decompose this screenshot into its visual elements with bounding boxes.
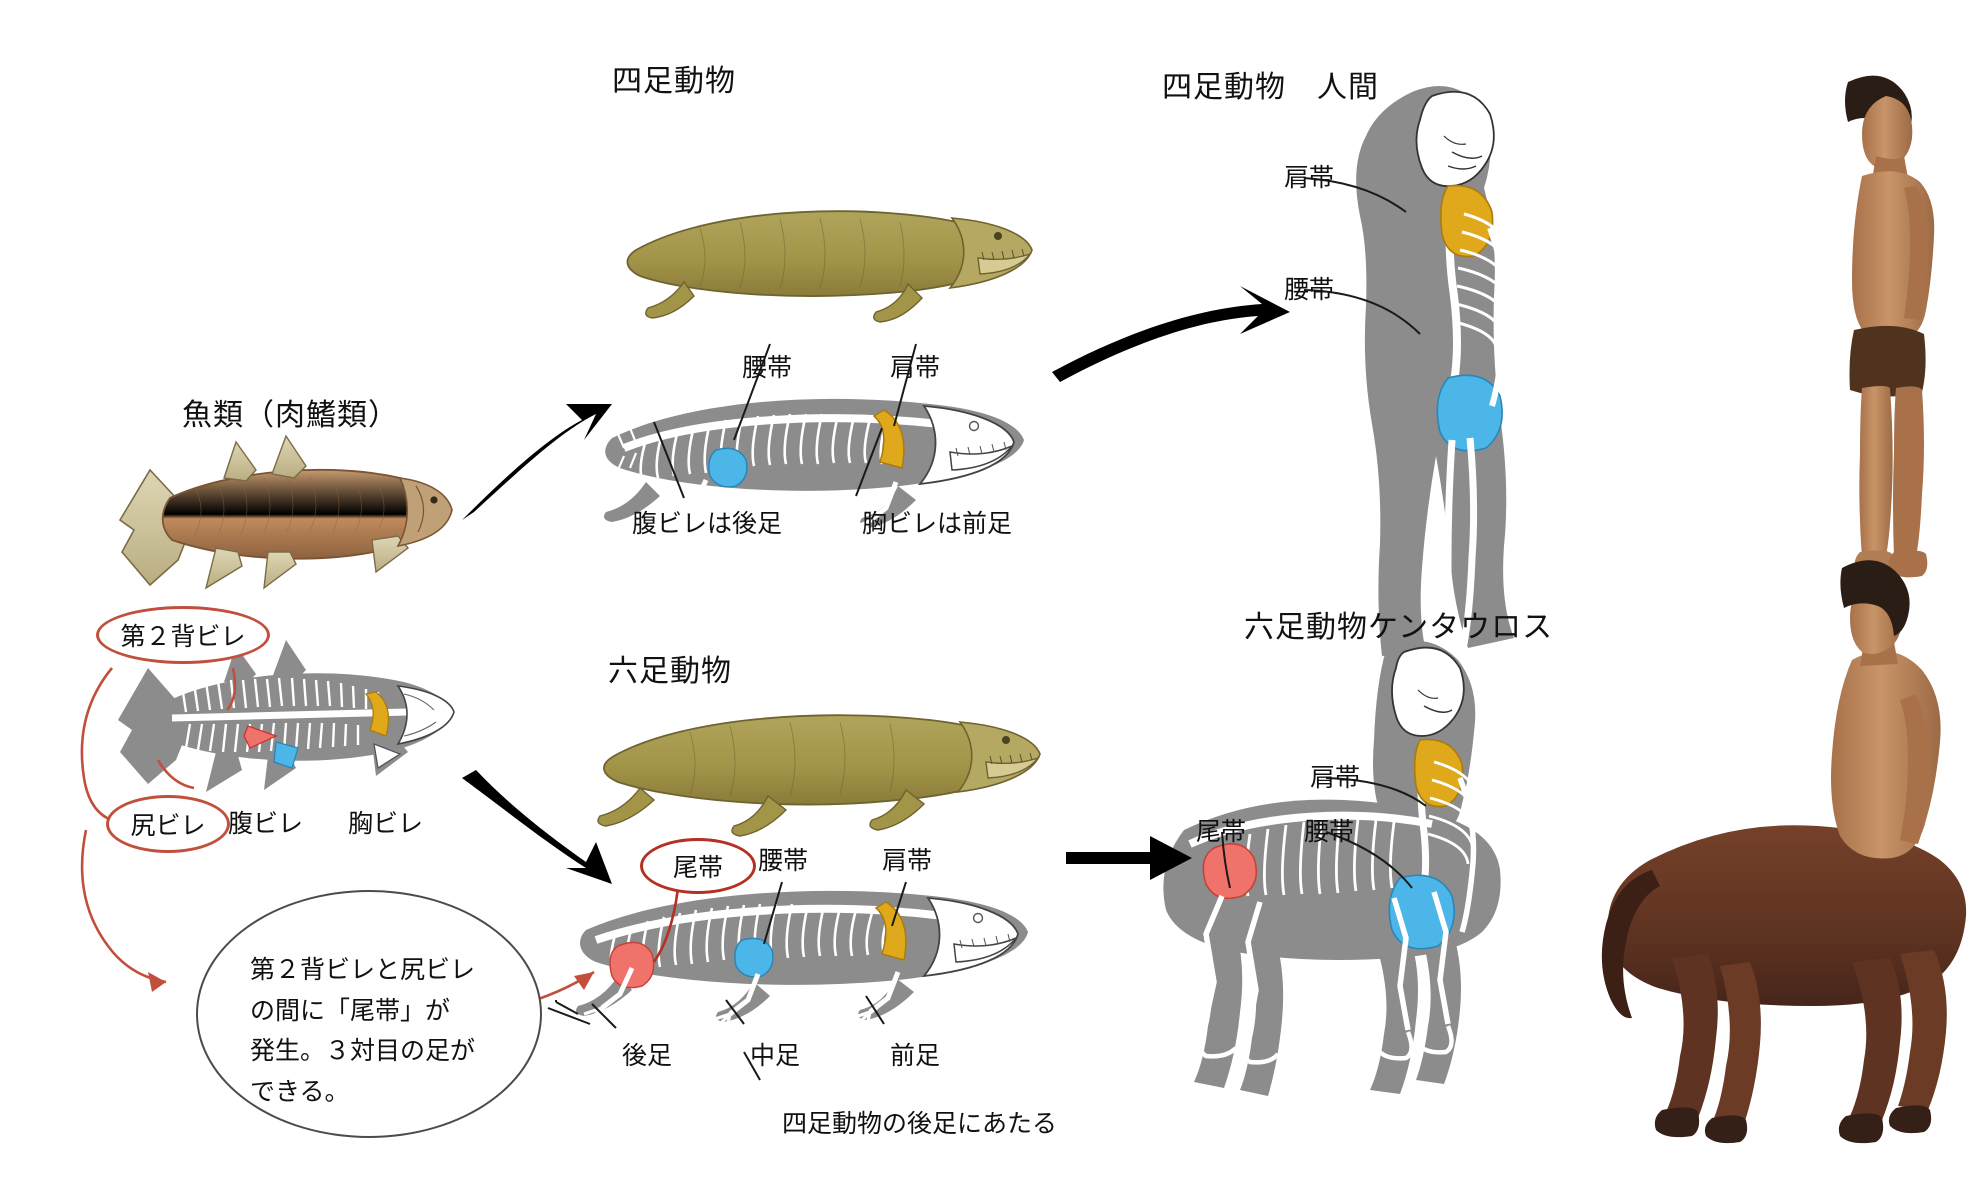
centaur-shoulder-girdle-label: 肩帯 xyxy=(1310,764,1361,792)
pectoral-fin-to-forelimb-caption: 胸ビレは前足 xyxy=(862,510,1013,538)
tetrapod-shoulder-girdle-label: 肩帯 xyxy=(890,354,941,382)
hexapod-tail-girdle-text: 尾帯 xyxy=(672,854,723,882)
human-shoulder-girdle-label: 肩帯 xyxy=(1284,164,1335,192)
hexapod-shoulder-girdle-label: 肩帯 xyxy=(882,847,933,875)
hexapod-illustration xyxy=(597,714,1041,837)
pelvic-fin-to-hindlimb-caption: 腹ビレは後足 xyxy=(632,510,783,538)
note-line-4: できる。 xyxy=(250,1077,350,1106)
note-line-3: 発生。３対目の足が xyxy=(250,1037,476,1065)
title-tetrapod: 四足動物 xyxy=(612,65,736,98)
centaur-tail-girdle-label: 尾帯 xyxy=(1196,818,1247,846)
label-second-dorsal-fin: 第２背ビレ xyxy=(96,606,270,664)
centaur-skeleton-illustration xyxy=(1163,641,1501,1096)
tetrapod-pelvic-girdle-label: 腰帯 xyxy=(742,354,793,382)
centaur-pelvic-girdle-label: 腰帯 xyxy=(1304,818,1355,846)
hexapod-fore-foot-label: 前足 xyxy=(890,1042,941,1070)
note-line-2: の間に「尾帯」が xyxy=(250,996,451,1025)
note-line-1: 第２背ビレと尻ビレ xyxy=(250,956,476,984)
hexapod-pelvic-girdle-label: 腰帯 xyxy=(758,847,809,875)
anal-fin-text: 尻ビレ xyxy=(130,812,206,840)
human-pelvic-girdle-label: 腰帯 xyxy=(1284,276,1335,304)
title-fish: 魚類（肉鰭類） xyxy=(182,399,399,432)
human-skeleton-illustration xyxy=(1356,86,1514,680)
hexapod-tail-girdle-label: 尾帯 xyxy=(640,838,756,894)
hexapod-mid-foot-label: 中足 xyxy=(750,1042,801,1070)
flow-arrows xyxy=(462,286,1290,884)
fish-illustration xyxy=(118,434,453,590)
label-pectoral-fin: 胸ビレ xyxy=(348,810,424,838)
hexapod-mid-foot-caption: 四足動物の後足にあたる xyxy=(782,1110,1058,1138)
centaur-figure-illustration xyxy=(1601,560,1967,1144)
title-hexapod: 六足動物 xyxy=(608,655,732,688)
tetrapod-illustration xyxy=(626,210,1033,323)
title-hexapod-centaur: 六足動物ケンタウロス xyxy=(1244,611,1554,644)
label-pelvic-fin: 腹ビレ xyxy=(228,810,304,838)
second-dorsal-fin-text: 第２背ビレ xyxy=(120,623,246,651)
tail-girdle-callout-line xyxy=(652,887,680,963)
title-tetrapod-human: 四足動物 人間 xyxy=(1162,71,1379,104)
human-figure-illustration xyxy=(1845,75,1935,578)
hexapod-skeleton-illustration xyxy=(576,890,1028,1033)
label-anal-fin: 尻ビレ xyxy=(106,795,230,853)
tail-girdle-note: 第２背ビレと尻ビレ の間に「尾帯」が 発生。３対目の足が できる。 xyxy=(196,890,542,1138)
hexapod-hind-foot-label: 後足 xyxy=(622,1042,673,1070)
